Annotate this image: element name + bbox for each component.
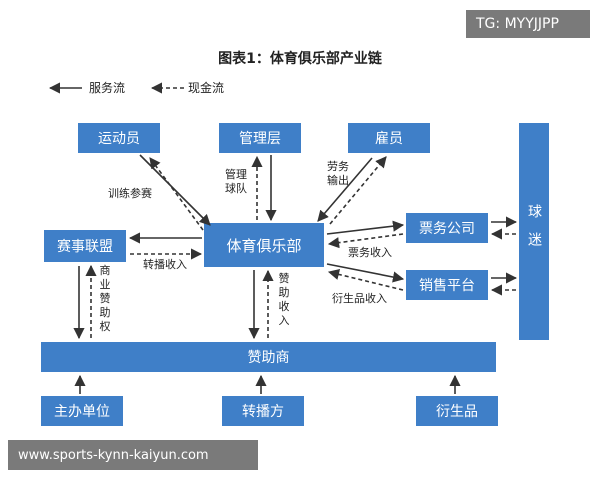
- node-athletes: 运动员: [78, 123, 160, 153]
- node-league: 赛事联盟: [44, 230, 126, 262]
- node-fans: 球迷: [519, 123, 549, 340]
- arrow-club-to-employees: [329, 156, 387, 225]
- edge-label-ticket-income: 票务收入: [348, 246, 392, 259]
- node-ticketing: 票务公司: [406, 213, 488, 243]
- arrow-ticketing-to-club: [327, 233, 404, 249]
- edge-label-labor: 劳务输出: [327, 160, 349, 187]
- legend-cash-label: 现金流: [188, 81, 225, 95]
- edge-label-training: 训练参赛: [108, 187, 152, 200]
- arrow-club-to-sales: [326, 263, 405, 283]
- legend-service-label: 服务流: [89, 81, 126, 95]
- node-employees: 雇员: [348, 123, 430, 153]
- watermark-tag-bottom: www.sports-kynn-kaiyun.com: [8, 440, 258, 470]
- node-management: 管理层: [219, 123, 301, 153]
- arrow-employees-to-club: [317, 157, 373, 222]
- node-sponsors: 赞助商: [41, 342, 496, 372]
- arrow-sales-to-club: [327, 268, 404, 291]
- arrow-club-to-ticketing: [326, 220, 405, 235]
- edge-label-commercial-sponsor: 商业赞助权: [99, 264, 111, 333]
- edge-label-sponsor-income: 赞助收入: [278, 272, 290, 327]
- arrow-athletes-to-club: [139, 154, 211, 226]
- diagram-title: 图表1：体育俱乐部产业链: [218, 51, 382, 67]
- node-derivatives: 衍生品: [416, 396, 498, 426]
- edge-label-broadcast-income: 转播收入: [143, 258, 187, 271]
- node-fans-label: 球迷: [526, 203, 542, 260]
- node-broadcaster: 转播方: [222, 396, 304, 426]
- arrow-club-to-athletes: [149, 157, 204, 231]
- edge-label-manage-team: 管理球队: [225, 168, 247, 195]
- node-sales: 销售平台: [406, 270, 488, 300]
- watermark-tag-top: TG: MYYJJPP: [466, 10, 590, 38]
- node-organizer: 主办单位: [41, 396, 123, 426]
- node-club: 体育俱乐部: [204, 223, 324, 267]
- edge-label-merch-income: 衍生品收入: [332, 292, 387, 305]
